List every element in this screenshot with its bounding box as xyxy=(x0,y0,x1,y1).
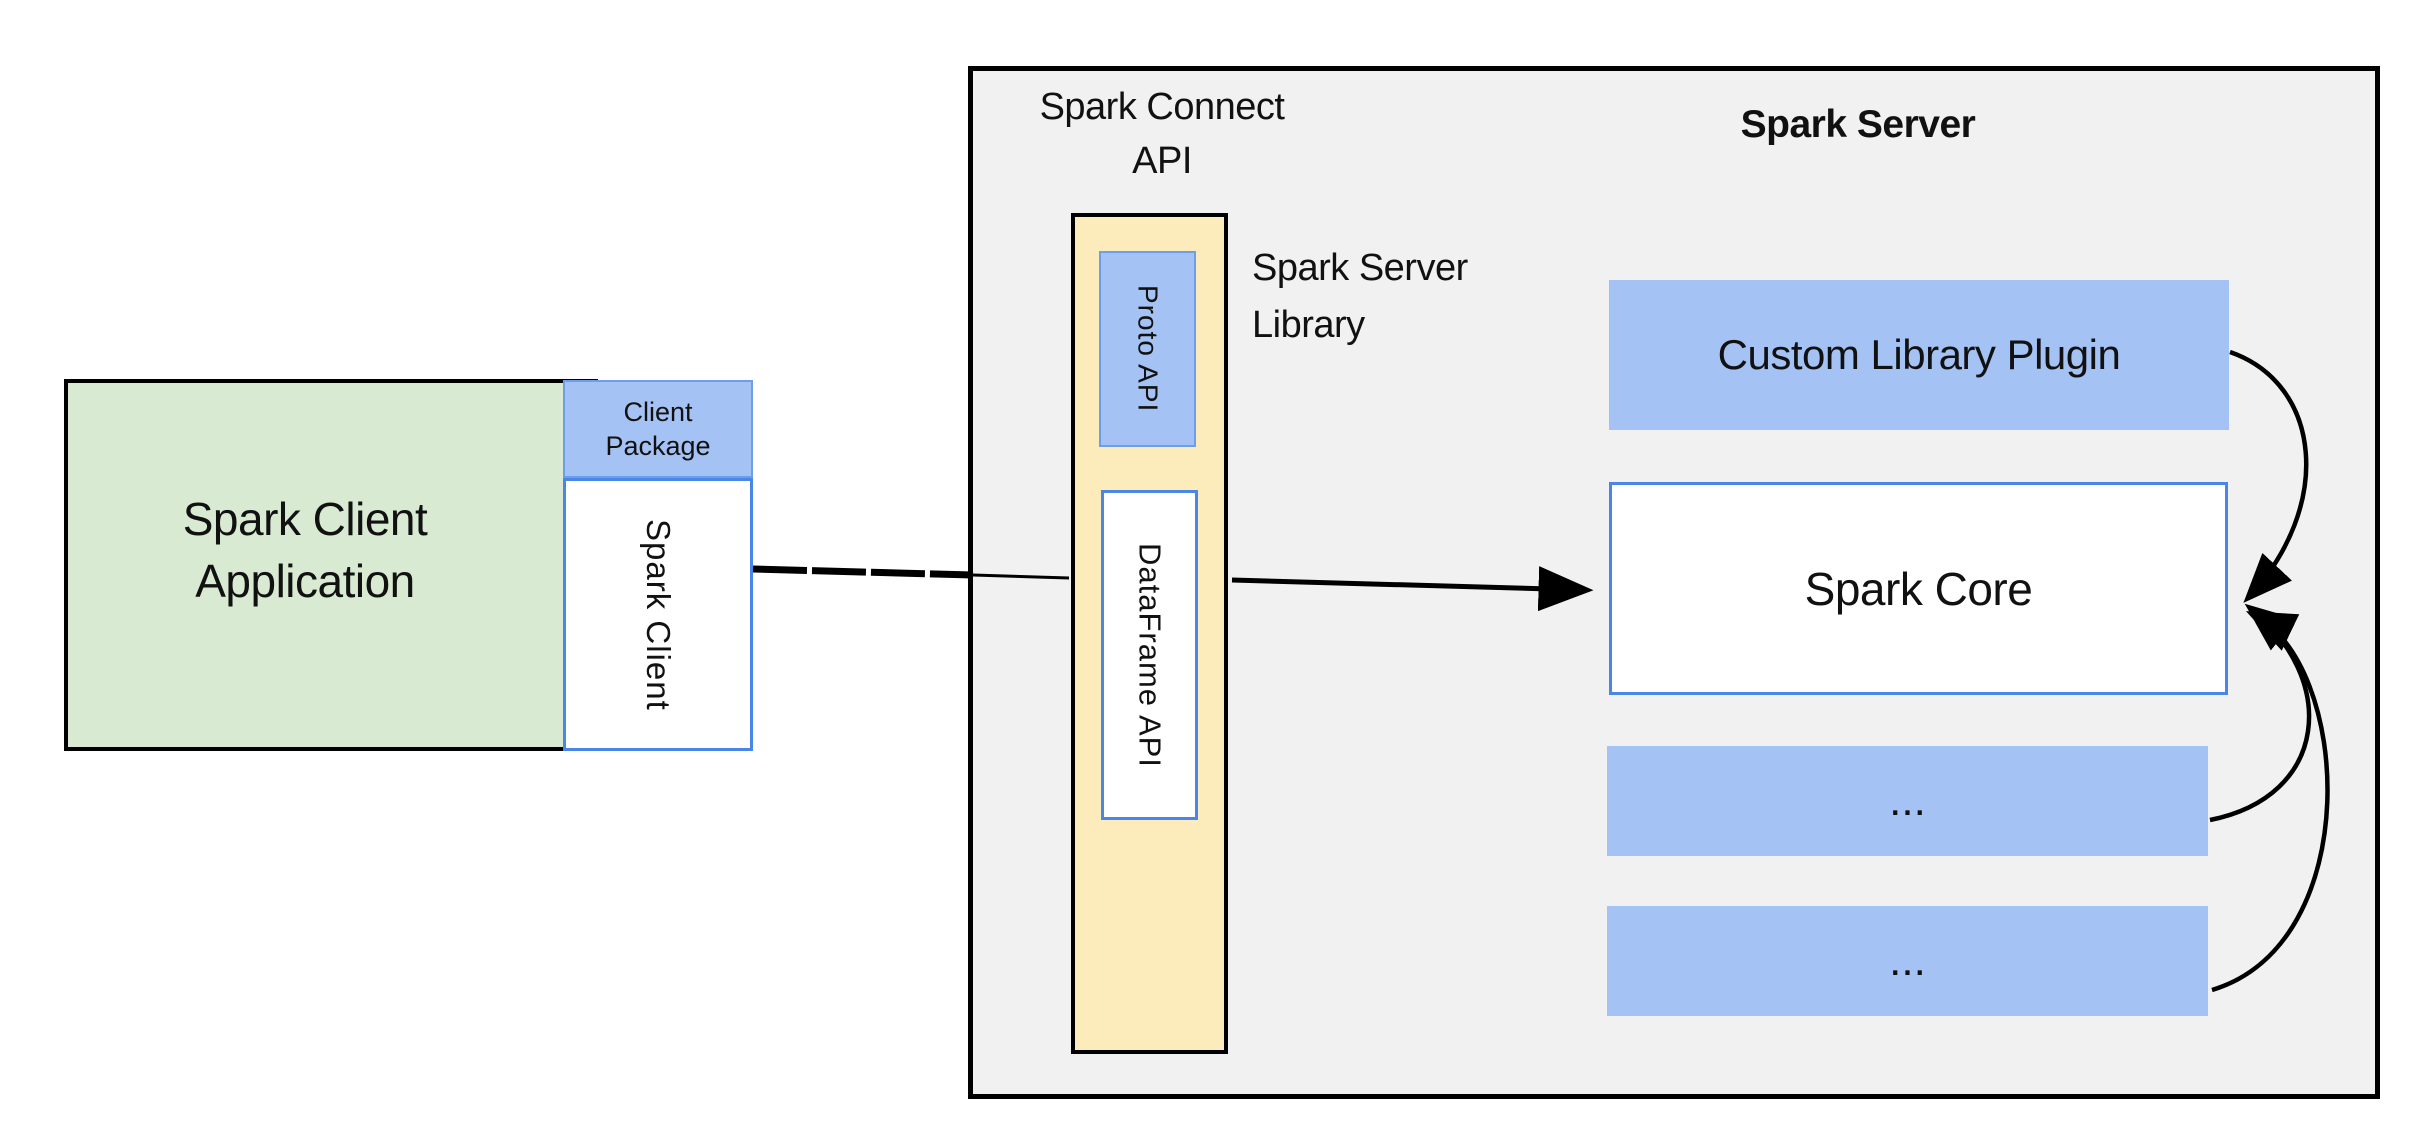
spark-server-library-label: Spark Server Library xyxy=(1252,247,1468,346)
spark-server-title: Spark Server xyxy=(1740,103,1976,146)
spark-client-label: Spark Client xyxy=(640,518,677,711)
plugin-placeholder-box-2: ... xyxy=(1607,906,2208,1016)
spark-core-box: Spark Core xyxy=(1609,482,2228,695)
dataframe-api-label: DataFrame API xyxy=(1132,542,1168,768)
plugin-placeholder-box-1: ... xyxy=(1607,746,2208,856)
spark-client-application-box xyxy=(64,379,598,751)
custom-library-plugin-box: Custom Library Plugin xyxy=(1609,280,2229,430)
proto-api-box: Proto API xyxy=(1099,251,1196,447)
spark-client-box: Spark Client xyxy=(563,478,753,751)
client-package-box: Client Package xyxy=(563,380,753,478)
spark-client-application-label: Spark Client Application xyxy=(182,493,428,607)
proto-api-label: Proto API xyxy=(1132,285,1164,413)
client-to-connect-line xyxy=(752,565,974,579)
spark-connect-api-label: Spark Connect API xyxy=(1039,86,1285,182)
dataframe-api-box: DataFrame API xyxy=(1101,490,1198,820)
